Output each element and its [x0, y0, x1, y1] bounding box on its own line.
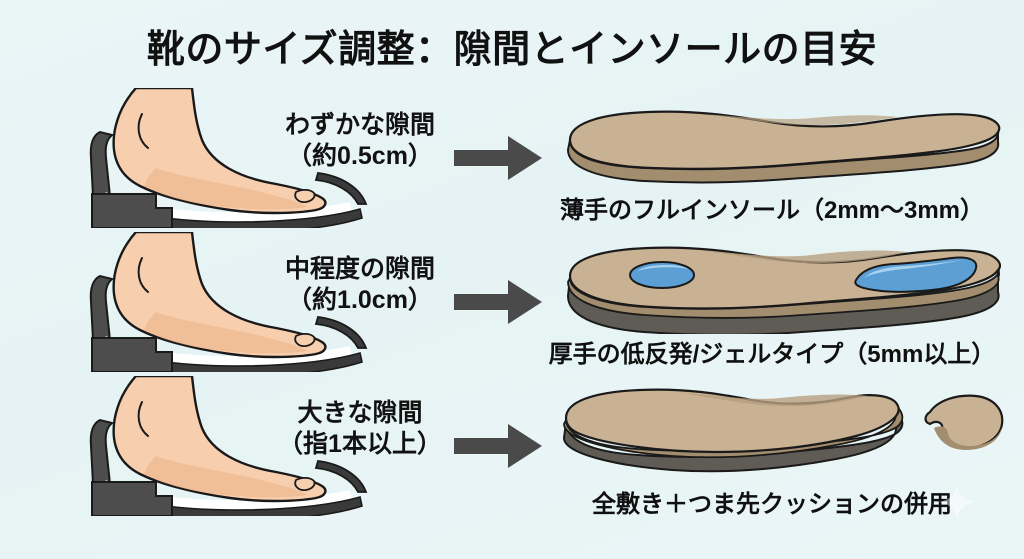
guidance-row: わずかな隙間 （約0.5cm） 薄手のフルインソール（2mm～3mm）: [0, 88, 1024, 228]
arrow-right-icon: [452, 278, 544, 326]
gap-label-line2: （約0.5cm）: [287, 141, 433, 170]
foot-in-shoe-icon: [44, 232, 374, 372]
arrow-right-icon: [452, 134, 544, 182]
thin-full-insole-icon: [556, 94, 1008, 190]
foot-in-shoe-icon: [44, 376, 374, 516]
guidance-row: 中程度の隙間 （約1.0cm）: [0, 232, 1024, 372]
gap-label-line2: （約1.0cm）: [287, 285, 433, 314]
foot-in-shoe-icon: [44, 88, 374, 228]
gap-label-line1: わずかな隙間: [284, 111, 435, 139]
gap-label-line1: 大きな隙間: [297, 399, 423, 427]
thick-gel-insole-icon: [556, 238, 1008, 334]
page-title: 靴のサイズ調整：隙間とインソールの目安: [146, 29, 878, 71]
guidance-row: 大きな隙間 （指1本以上） 全敷き＋つま先クッショ: [0, 376, 1024, 518]
sparkle-icon: [938, 483, 976, 521]
gap-label-line2: （指1本以上）: [278, 429, 442, 458]
gap-label: 中程度の隙間 （約1.0cm）: [252, 254, 468, 315]
gap-label: 大きな隙間 （指1本以上）: [252, 398, 468, 459]
insole-caption: 厚手の低反発/ジェルタイプ（5mm以上）: [548, 341, 996, 368]
insole-caption: 薄手のフルインソール（2mm～3mm）: [559, 197, 985, 224]
full-insole-plus-toe-pad-icon: [556, 382, 1008, 478]
insole-caption: 全敷き＋つま先クッションの併用: [592, 491, 952, 518]
gap-label-line1: 中程度の隙間: [284, 255, 435, 283]
gap-label: わずかな隙間 （約0.5cm）: [252, 110, 468, 171]
arrow-right-icon: [452, 422, 544, 470]
